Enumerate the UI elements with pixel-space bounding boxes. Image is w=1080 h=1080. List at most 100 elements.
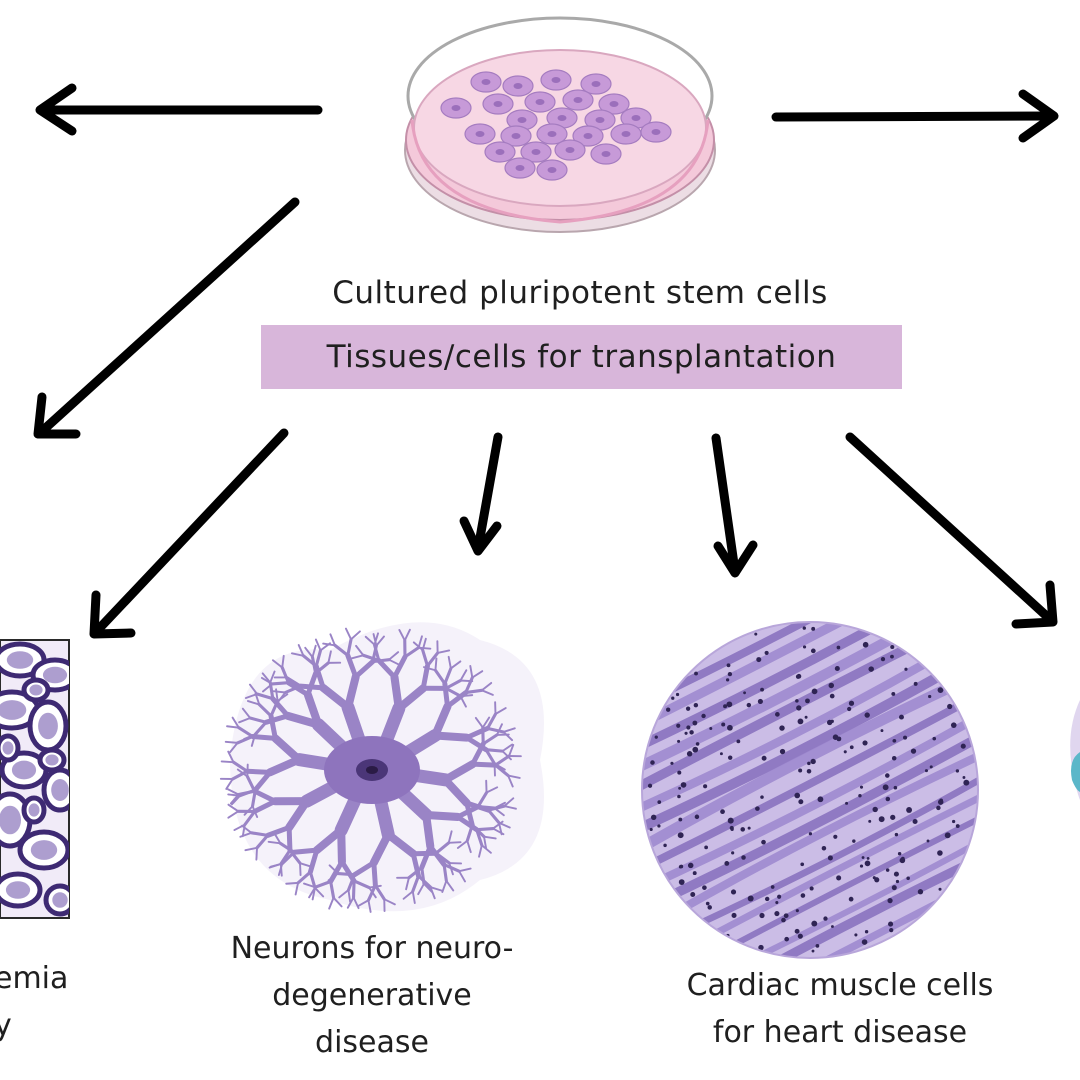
- neuron-dendrite: [243, 809, 257, 827]
- neuron-dendrite: [269, 670, 276, 684]
- cardiac-nucleus: [821, 845, 827, 851]
- cardiac-nucleus: [931, 935, 936, 940]
- neuron-dendrite: [322, 642, 336, 647]
- cardiac-nucleus: [862, 740, 868, 746]
- neuron-dendrite: [257, 703, 273, 718]
- dish-cell-nucleus: [565, 147, 575, 153]
- neuron-dendrite: [328, 896, 335, 910]
- dish-cell-nucleus: [551, 77, 561, 83]
- neuron-dendrite: [475, 827, 495, 832]
- dish-cell-nucleus: [511, 133, 521, 139]
- cardiac-nucleus: [950, 887, 955, 892]
- neuron-dendrite: [447, 655, 452, 670]
- cardiac-nucleus: [940, 661, 946, 667]
- cardiac-nucleus: [847, 706, 852, 712]
- cardiac-nucleus: [657, 800, 662, 805]
- cardiac-nucleus: [701, 713, 706, 719]
- cardiac-nucleus: [868, 819, 872, 823]
- neuron-dendrite: [279, 862, 283, 877]
- cardiac-fiber: [648, 719, 978, 909]
- neuron-dendrite: [394, 684, 428, 713]
- cardiac-nucleus: [690, 892, 696, 897]
- dish-cell-nucleus: [513, 83, 523, 89]
- neuron-dendrite: [412, 641, 424, 652]
- cardiac-nucleus: [880, 656, 886, 662]
- neuron-dendrite: [263, 713, 291, 725]
- neuron-dendrite: [508, 743, 515, 757]
- neuron-dendrite: [507, 774, 514, 788]
- cardiac-nucleus: [798, 799, 804, 805]
- dish-cell-nucleus: [451, 105, 461, 111]
- cardiac-nucleus: [727, 671, 733, 677]
- arrow-left: [35, 83, 323, 136]
- neuron-dendrite: [227, 810, 240, 819]
- caption-cardiac-line-1: Cardiac muscle cells: [686, 968, 994, 1003]
- neuron-dendrite: [501, 743, 514, 753]
- caption-blood-line-1: emia: [0, 961, 69, 996]
- neuron-dendrite: [345, 652, 359, 680]
- neuron-dendrite: [441, 760, 477, 784]
- neuron-dendrite: [265, 755, 303, 777]
- cardiac-nucleus: [693, 702, 699, 708]
- blood-cells-illustration: [0, 639, 70, 919]
- neuron-dendrite: [502, 727, 516, 733]
- cardiac-nucleus: [647, 783, 653, 788]
- cardiac-nucleus: [937, 850, 943, 856]
- cardiac-nucleus: [808, 832, 813, 836]
- cardiac-nucleus: [811, 949, 815, 953]
- neuron-dendrite: [480, 689, 494, 696]
- cardiac-nucleus: [692, 746, 699, 753]
- neuron-dendrite: [444, 678, 463, 690]
- dish-cell-nucleus: [475, 131, 485, 137]
- neuron-dendrite: [476, 790, 489, 809]
- cardiac-nucleus: [885, 868, 890, 872]
- cardiac-nucleus: [687, 662, 692, 666]
- cardiac-nucleus: [827, 855, 833, 861]
- cardiac-nucleus: [955, 699, 962, 706]
- neuron-dendrite: [250, 733, 257, 747]
- caption-cardiac-line-2: for heart disease: [712, 1015, 968, 1050]
- cardiac-nucleus: [775, 900, 779, 905]
- cardiac-nucleus: [675, 676, 680, 682]
- neuron-dendrite: [421, 648, 430, 668]
- neuron-dendrite: [483, 835, 497, 840]
- neuron-dendrite: [253, 720, 268, 737]
- cardiac-nucleus: [874, 877, 880, 883]
- caption-blood: emia y: [0, 955, 94, 1049]
- cardiac-nucleus: [958, 649, 964, 656]
- neuron-dendrite: [294, 881, 299, 896]
- cardiac-nucleus: [950, 722, 957, 728]
- cardiac-nucleus: [694, 814, 700, 820]
- cardiac-nucleus: [757, 698, 763, 705]
- neuron-dendrite: [308, 870, 317, 890]
- neuron-dendrite: [372, 633, 378, 647]
- cardiac-nucleus: [880, 729, 884, 733]
- cardiac-nucleus: [783, 913, 789, 919]
- neuron-dendrite: [271, 659, 284, 669]
- cardiac-nucleus: [720, 809, 725, 815]
- neuron-dendrite: [420, 663, 430, 691]
- cardiac-nucleus: [809, 886, 814, 891]
- arrow-down-cardiac: [711, 433, 758, 578]
- neuron-dendrite: [480, 844, 492, 854]
- cardiac-nucleus: [692, 871, 697, 876]
- neuron-dendrite: [492, 820, 504, 830]
- neuron-dendrite: [280, 665, 291, 685]
- cardiac-nucleus: [694, 671, 698, 676]
- neuron-dendrite: [231, 760, 249, 773]
- cardiac-nucleus: [920, 633, 924, 637]
- blood-cell-core: [51, 779, 69, 801]
- neuron-dendrite: [481, 733, 499, 746]
- neuron-dendrite: [299, 862, 313, 868]
- dish-cell-nucleus: [583, 133, 593, 139]
- blood-cell-core: [45, 754, 59, 766]
- neuron-dendrite: [226, 725, 240, 729]
- neuron-dendrite: [434, 657, 438, 672]
- cardiac-nucleus: [864, 712, 870, 718]
- neuron-dendrite: [425, 651, 440, 668]
- cardiac-nucleus: [811, 626, 816, 631]
- cardiac-nucleus: [775, 712, 780, 717]
- blood-cell-core: [5, 881, 31, 899]
- cardiac-nucleus: [760, 795, 764, 799]
- cardiac-nucleus: [648, 689, 654, 695]
